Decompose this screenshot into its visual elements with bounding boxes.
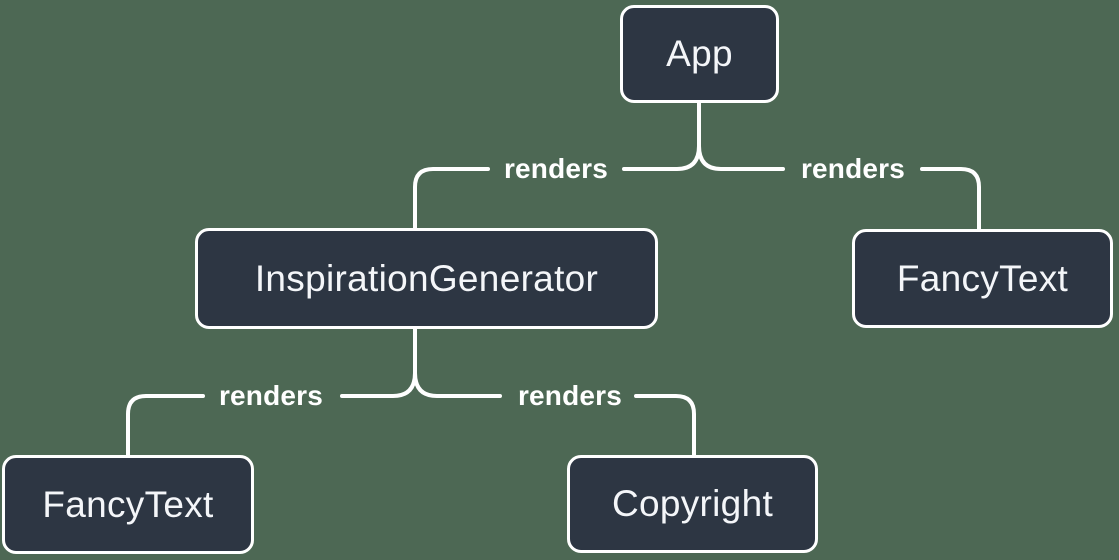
node-fancytext-bottom-label: FancyText — [42, 483, 214, 525]
node-fancytext-top-label: FancyText — [896, 257, 1069, 299]
connector-ig-fork-right — [413, 327, 502, 398]
connector-elbow-to-inspiration-generator — [413, 167, 490, 230]
node-fancytext-top: FancyText — [852, 229, 1113, 328]
node-inspiration-generator-label: InspirationGenerator — [254, 257, 599, 299]
node-copyright: Copyright — [567, 455, 818, 553]
edge-label-ig-renders-copyright: renders — [517, 380, 623, 411]
node-copyright-label: Copyright — [611, 483, 774, 524]
connector-app-fork-right — [697, 101, 785, 171]
node-inspiration-generator: InspirationGenerator — [195, 228, 658, 329]
connector-app-fork-left — [622, 101, 701, 171]
connector-elbow-to-fancytext-bottom — [126, 394, 205, 457]
edge-label-ig-renders-fancytext: renders — [218, 380, 324, 411]
connector-elbow-to-fancytext-top — [920, 167, 981, 231]
connector-ig-fork-left — [340, 327, 417, 398]
edge-label-app-renders-fancytext: renders — [800, 153, 906, 184]
edge-label-app-renders-inspiration-generator: renders — [503, 153, 609, 184]
connector-elbow-to-copyright — [634, 394, 696, 457]
node-app-label: App — [666, 33, 733, 74]
node-app: App — [620, 5, 779, 103]
node-fancytext-bottom: FancyText — [2, 455, 254, 554]
